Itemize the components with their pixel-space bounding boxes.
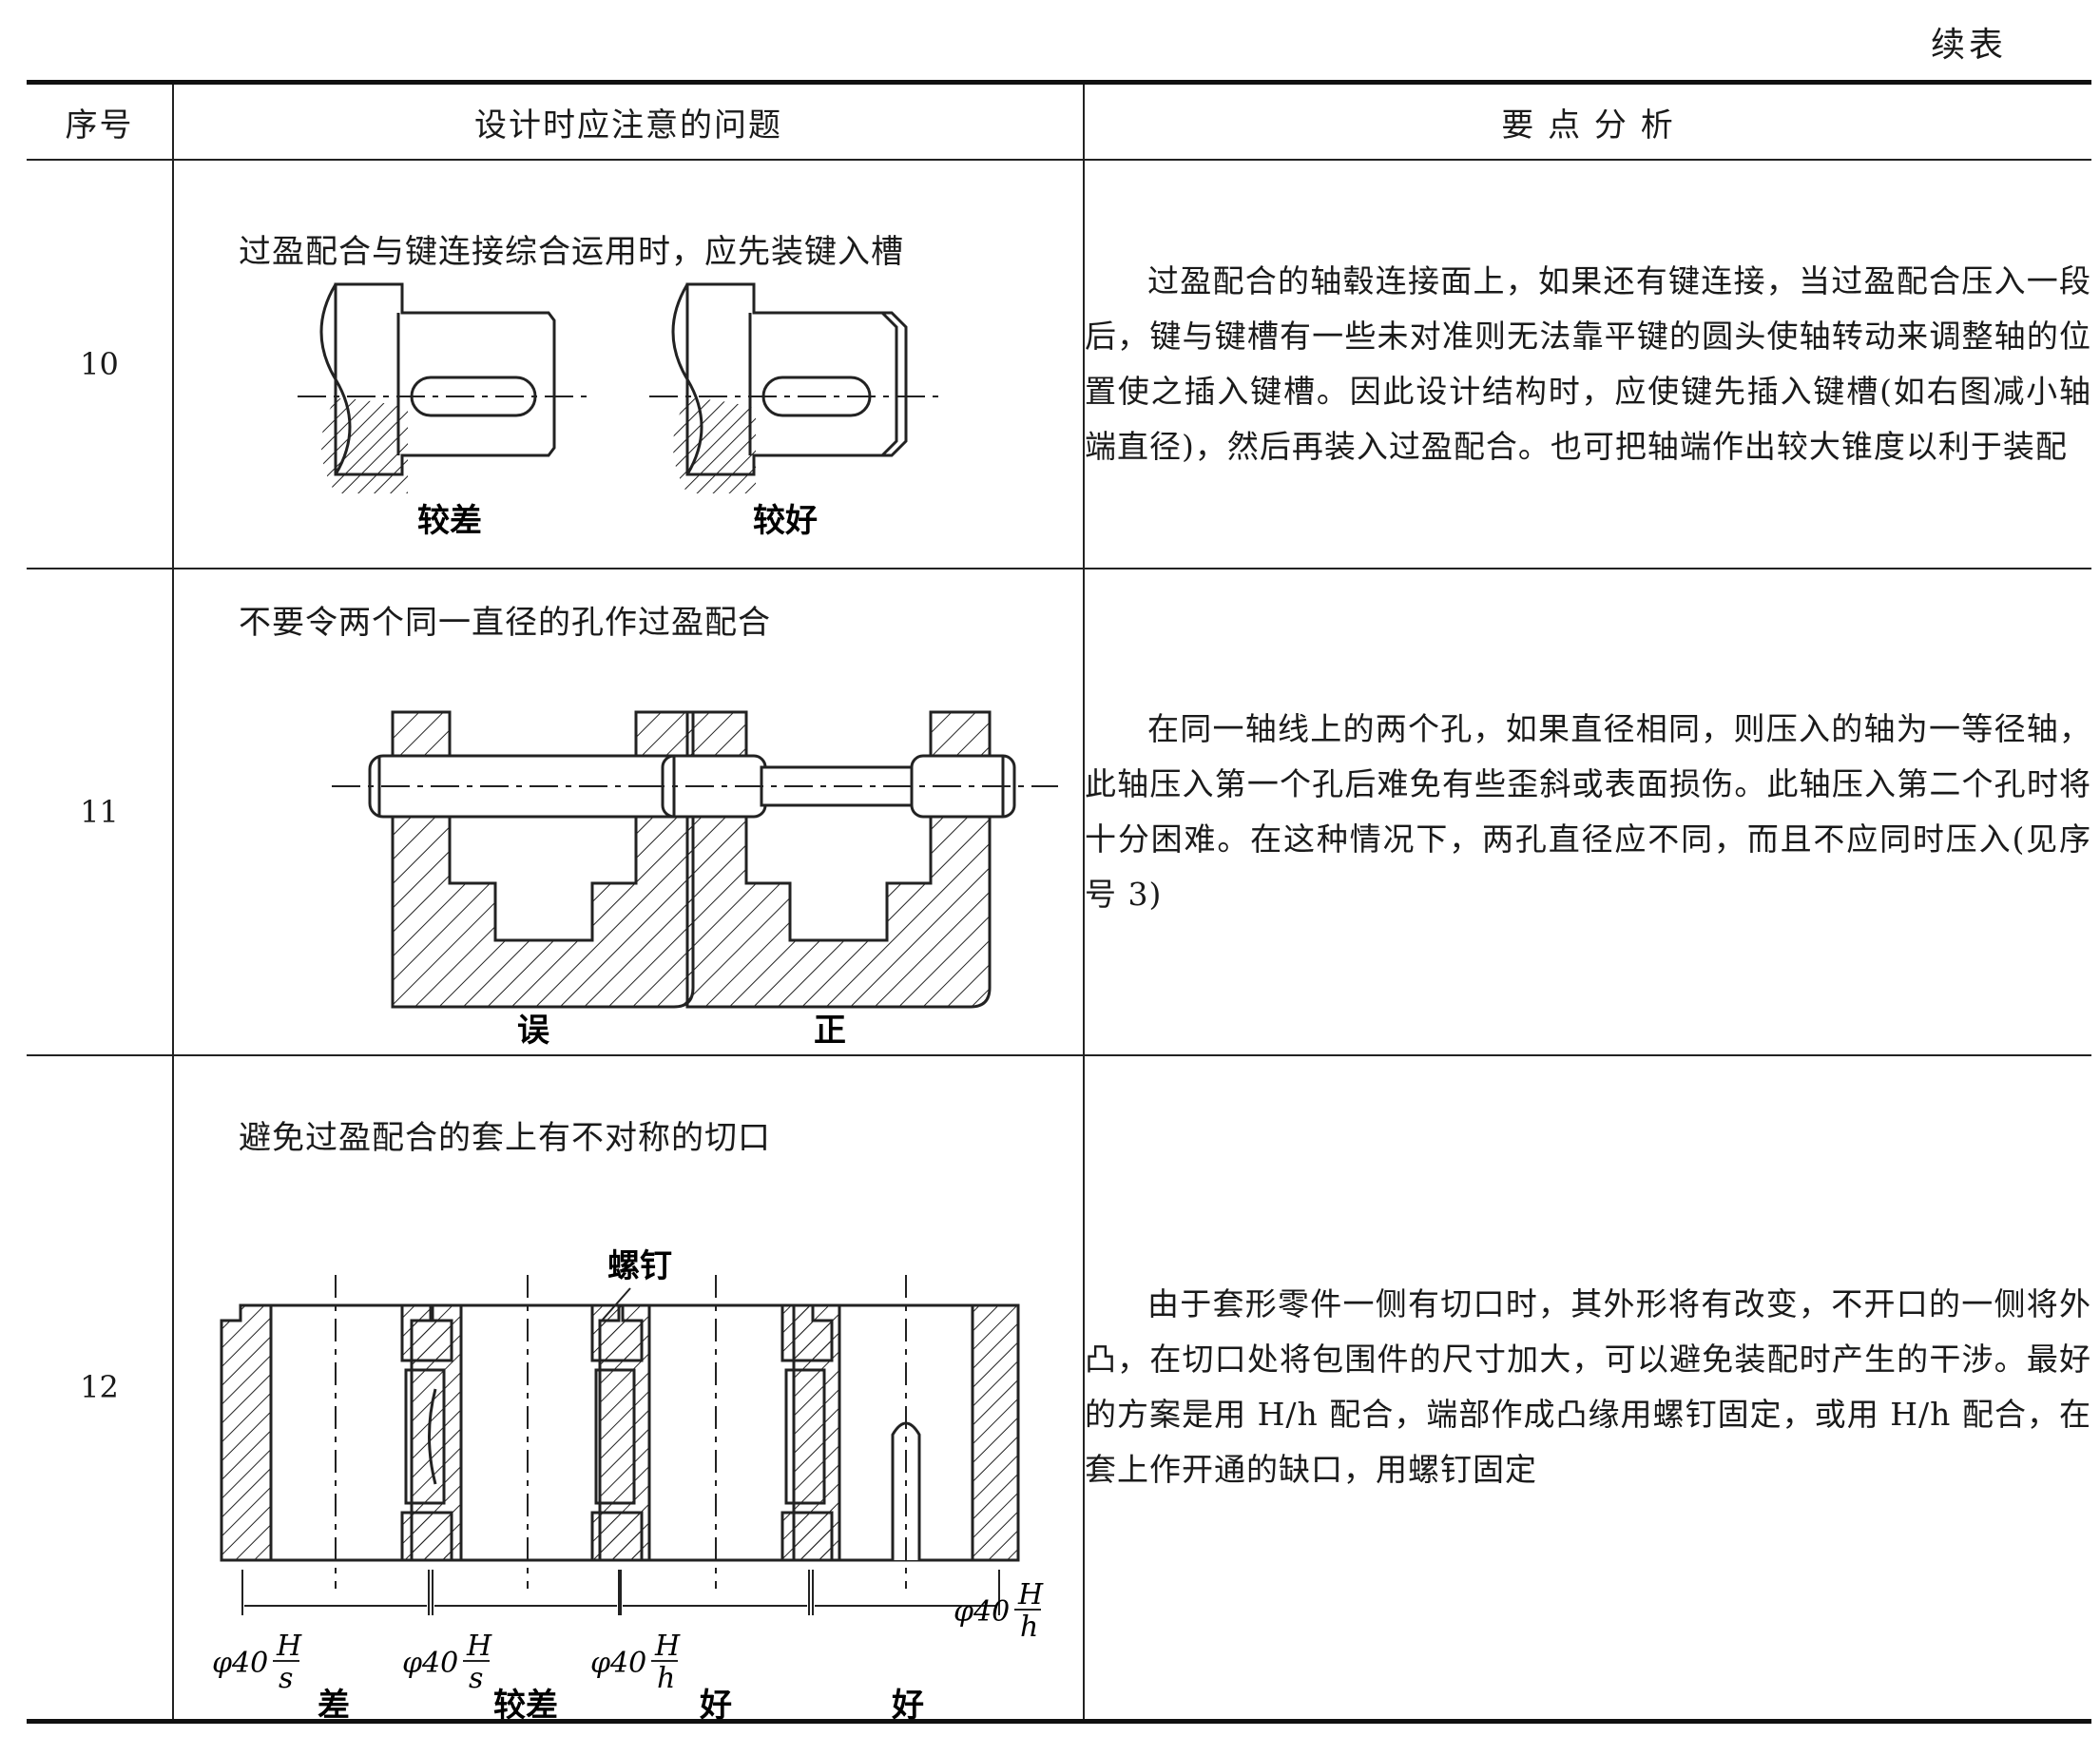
key-fit-diagram: 较差 较好 (298, 282, 944, 540)
fit-prefix: φ40 (402, 1647, 458, 1680)
fit-annotation-4: φ40 H h (954, 1578, 1044, 1644)
fit-annotation-2: φ40 H s (402, 1630, 492, 1695)
diagram-label-2: 较差 (493, 1687, 558, 1720)
housing-wrong (368, 710, 718, 1009)
two-holes-diagram: 误 正 (332, 710, 1058, 1050)
housing-right (661, 710, 1016, 1009)
fit-annotation-3: φ40 H h (590, 1630, 681, 1695)
fit-den: s (279, 1662, 293, 1695)
fit-prefix: φ40 (212, 1647, 268, 1680)
header-row: 序号 设计时应注意的问题 要 点 分 析 (27, 80, 2091, 161)
shaft-better (671, 282, 908, 493)
fit-num: H (1017, 1578, 1044, 1611)
row-index: 12 (27, 1054, 174, 1724)
analysis-cell: 过盈配合的轴毂连接面上，如果还有键连接，当过盈配合压入一段后，键与键槽有一些未对… (1083, 159, 2091, 569)
fit-num: H (466, 1630, 492, 1663)
diagram-label-right: 正 (814, 1012, 846, 1050)
rule-cell: 过盈配合与键连接综合运用时，应先装键入槽 (172, 159, 1085, 569)
header-index: 序号 (27, 80, 174, 161)
table-row: 11 不要令两个同一直径的孔作过盈配合 (27, 568, 2091, 1056)
header-issue: 设计时应注意的问题 (172, 80, 1085, 161)
rule-title: 过盈配合与键连接综合运用时，应先装键入槽 (239, 233, 904, 271)
diagram-label-worse: 较差 (417, 502, 482, 540)
analysis-cell: 由于套形零件一侧有切口时，其外形将有改变，不开口的一侧将外凸，在切口处将包围件的… (1083, 1054, 2091, 1724)
rule-title: 不要令两个同一直径的孔作过盈配合 (239, 604, 771, 642)
analysis-text: 过盈配合的轴毂连接面上，如果还有键连接，当过盈配合压入一段后，键与键槽有一些未对… (1085, 262, 2091, 465)
diagram-label-1: 差 (318, 1687, 350, 1720)
fit-num: H (654, 1630, 681, 1663)
analysis-text: 在同一轴线上的两个孔，如果直径相同，则压入的轴为一等径轴，此轴压入第一个孔后难免… (1085, 710, 2091, 913)
fit-prefix: φ40 (590, 1647, 646, 1680)
rule-title: 避免过盈配合的套上有不对称的切口 (239, 1119, 771, 1157)
diagram-label-better: 较好 (753, 502, 818, 540)
dimension-lines (241, 1570, 1000, 1615)
fit-prefix: φ40 (954, 1595, 1010, 1629)
sleeve-notch-diagram: 螺钉 (212, 1247, 1044, 1720)
screw-label: 螺钉 (607, 1247, 672, 1285)
shaft-worse (319, 282, 556, 493)
row-index: 11 (27, 568, 174, 1056)
fit-annotation-1: φ40 H s (212, 1630, 302, 1695)
diagram-label-wrong: 误 (517, 1012, 549, 1050)
rule-cell: 不要令两个同一直径的孔作过盈配合 (172, 568, 1085, 1056)
table-row: 10 过盈配合与键连接综合运用时，应先装键入槽 (27, 159, 2091, 569)
diagram-label-4: 好 (891, 1687, 924, 1720)
header-analysis: 要 点 分 析 (1083, 80, 2091, 161)
analysis-text: 由于套形零件一侧有切口时，其外形将有改变，不开口的一侧将外凸，在切口处将包围件的… (1085, 1285, 2091, 1489)
continued-table-label: 续表 (1930, 26, 2007, 65)
fit-den: h (1020, 1611, 1038, 1644)
row-index: 10 (27, 159, 174, 569)
design-guidelines-table: 序号 设计时应注意的问题 要 点 分 析 10 过盈配合与键连接综合运用时，应先… (27, 80, 2091, 1724)
analysis-cell: 在同一轴线上的两个孔，如果直径相同，则压入的轴为一等径轴，此轴压入第一个孔后难免… (1083, 568, 2091, 1056)
sleeve-4 (792, 1303, 1020, 1562)
fit-den: s (469, 1662, 483, 1695)
fit-den: h (657, 1662, 675, 1695)
rule-cell: 避免过盈配合的套上有不对称的切口 螺钉 (172, 1054, 1085, 1724)
table-row: 12 避免过盈配合的套上有不对称的切口 螺钉 (27, 1054, 2091, 1724)
fit-num: H (276, 1630, 302, 1663)
diagram-label-3: 好 (699, 1687, 732, 1720)
